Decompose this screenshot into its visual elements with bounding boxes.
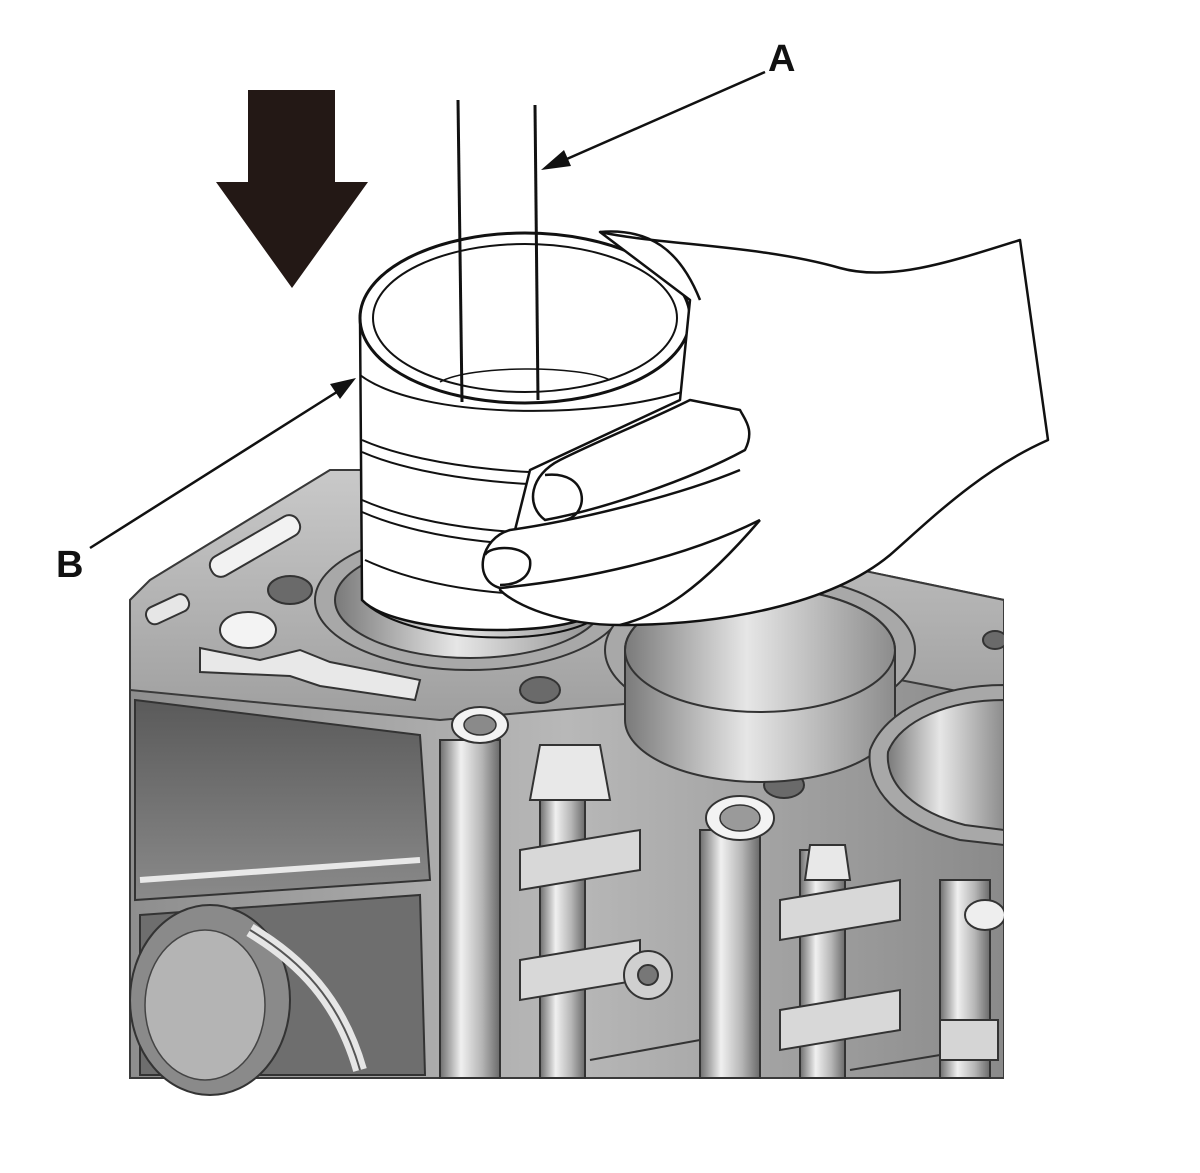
engine-block [129, 469, 1200, 1100]
callout-label-b: B [56, 544, 84, 586]
hand [481, 230, 1050, 627]
callout-leader-b [89, 378, 356, 550]
hammer-handle [456, 99, 540, 403]
push-down-arrow-icon [216, 90, 368, 288]
callout-label-a: A [768, 38, 796, 80]
callout-leader-a [541, 70, 766, 170]
